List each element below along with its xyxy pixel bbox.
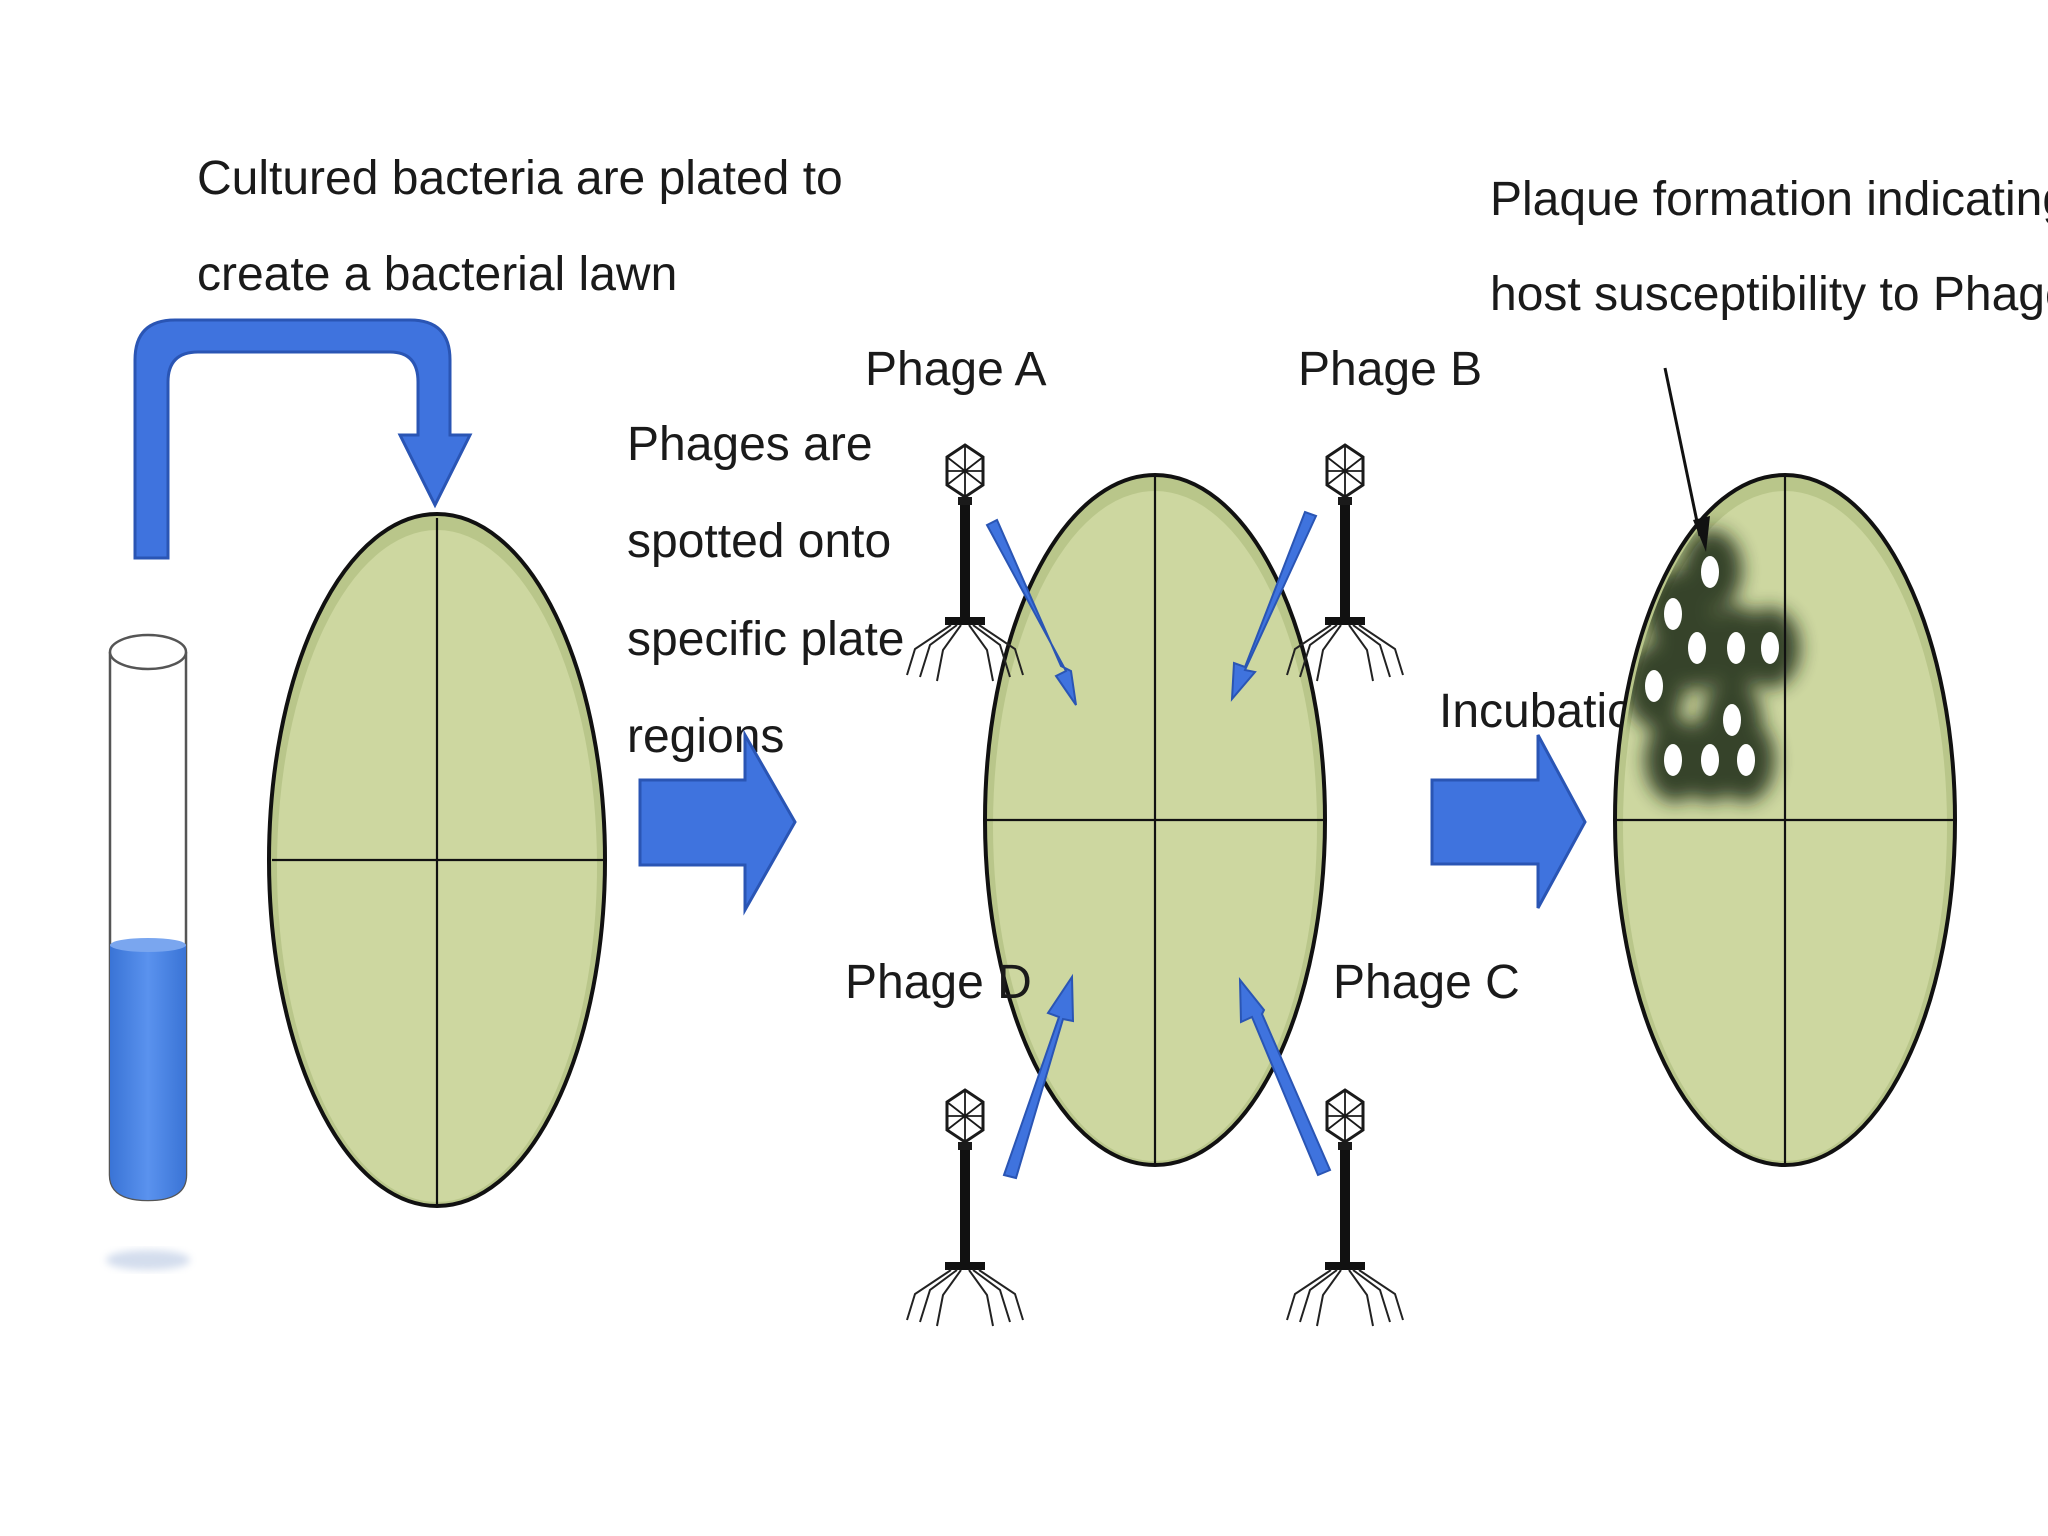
- result-caption: Plaque formation indicating host suscept…: [1490, 173, 2048, 321]
- phage-a-label: Phage A: [865, 343, 1047, 396]
- result-caption-line2: host susceptibility to Phage A: [1490, 268, 2048, 321]
- step2-caption-line4: regions: [627, 710, 784, 763]
- process-arrow-1: [638, 729, 797, 916]
- phage-d-icon: [905, 1088, 1025, 1328]
- transfer-arrow: [133, 318, 473, 560]
- phage-b-icon: [1285, 443, 1405, 683]
- result-caption-line1: Plaque formation indicating: [1490, 173, 2048, 226]
- spot-arrow-c: [1238, 977, 1332, 1177]
- bacterial-culture-liquid: [110, 945, 186, 1200]
- phage-a-icon: [905, 443, 1025, 683]
- spot-arrow-a: [985, 518, 1077, 706]
- step1-caption: Cultured bacteria are plated to create a…: [197, 152, 843, 301]
- phage-d-label: Phage D: [845, 956, 1032, 1009]
- step2-caption: Phages are spotted onto specific plate r…: [627, 418, 904, 763]
- agar-plate-1: [267, 512, 607, 1208]
- plaque-pointer-arrow: [1663, 367, 1710, 552]
- process-arrow-2: [1430, 734, 1587, 909]
- spot-arrow-b: [1230, 510, 1318, 702]
- step2-caption-line2: spotted onto: [627, 515, 891, 568]
- step2-caption-line3: specific plate: [627, 613, 904, 666]
- spot-arrow-d: [1002, 973, 1075, 1180]
- phage-c-label: Phage C: [1333, 956, 1520, 1009]
- phage-b-label: Phage B: [1298, 343, 1482, 396]
- culture-tube: [106, 633, 190, 1270]
- agar-plate-3: [1613, 473, 1957, 1167]
- step1-caption-line2: create a bacterial lawn: [197, 248, 677, 301]
- step2-caption-line1: Phages are: [627, 418, 873, 471]
- step1-caption-line1: Cultured bacteria are plated to: [197, 152, 843, 205]
